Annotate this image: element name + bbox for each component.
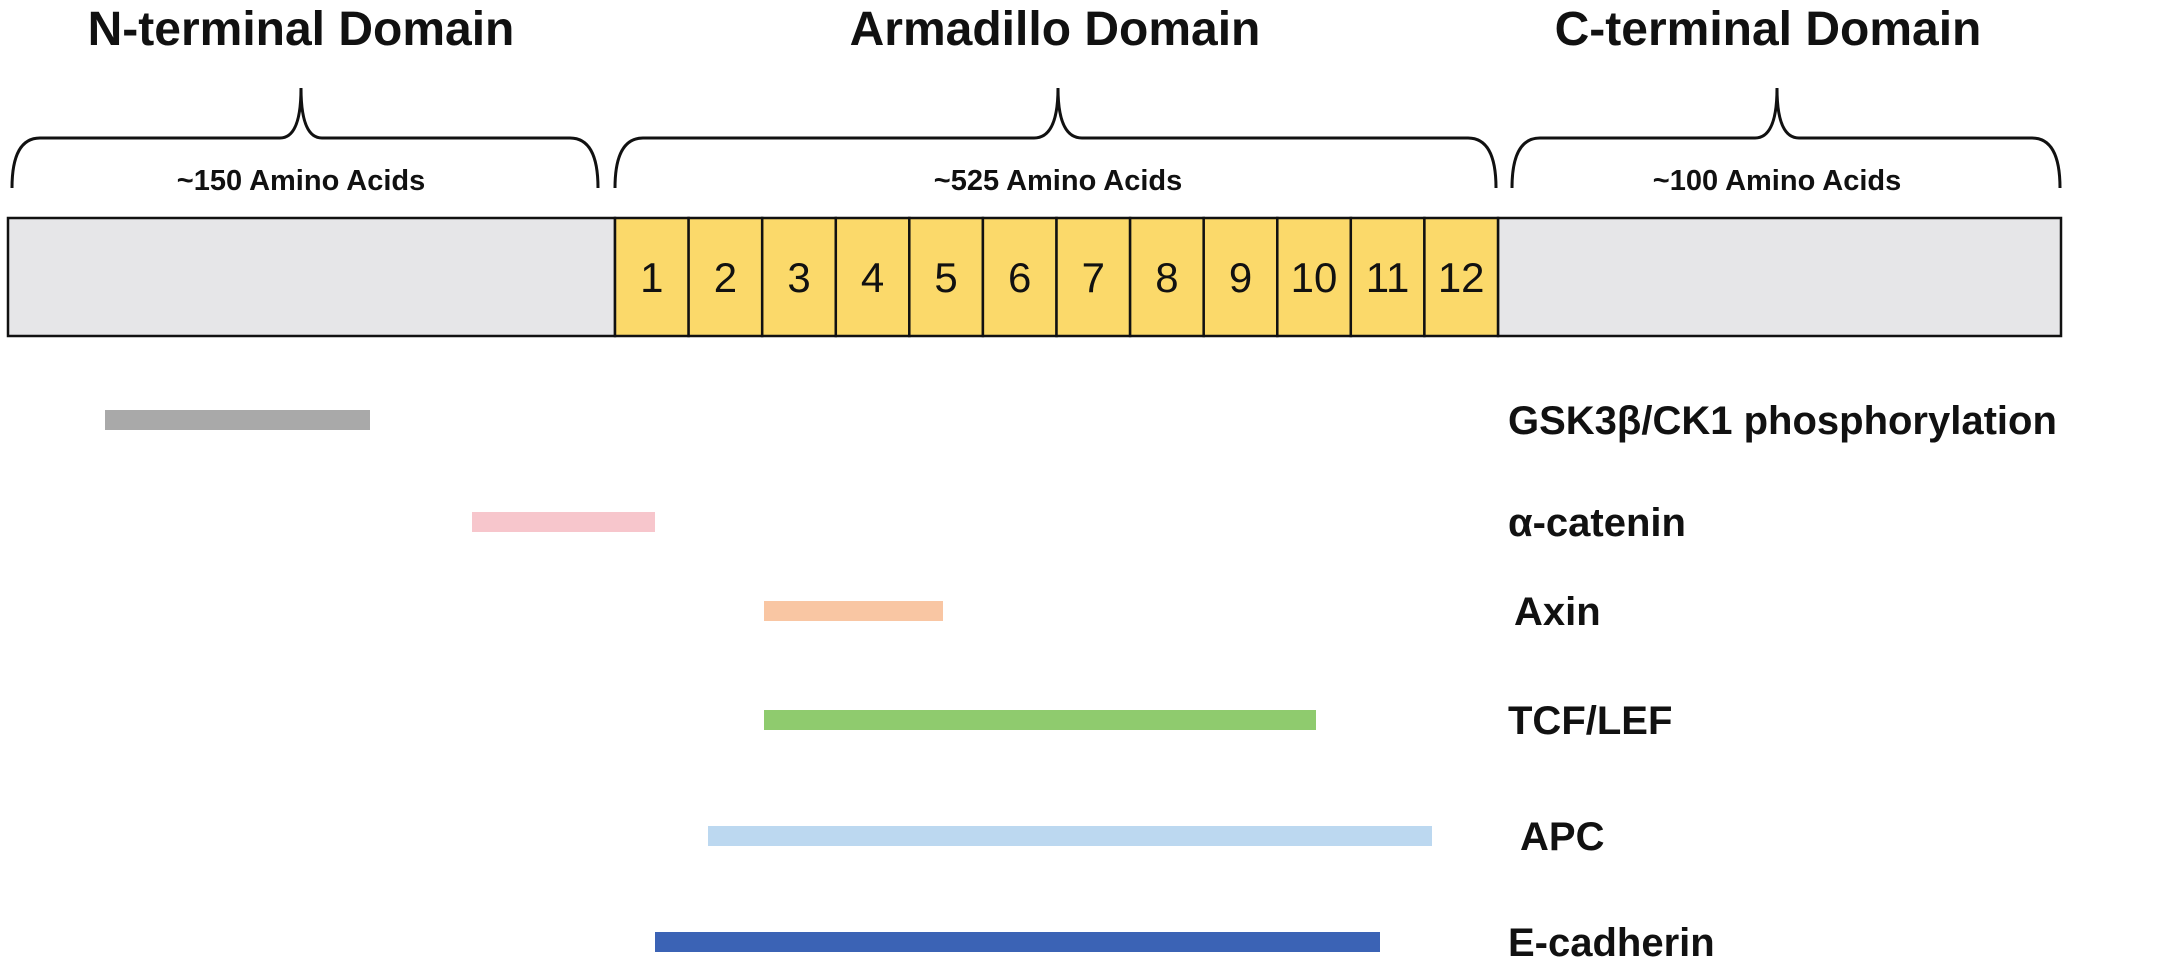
binding-regions: GSK3β/CK1 phosphorylation α-cateninAxinTC… [105,399,2057,965]
armadillo-repeat-number: 4 [861,254,884,301]
armadillo-repeat-number: 3 [787,254,810,301]
armadillo-repeat-number: 7 [1082,254,1105,301]
binding-region-bar [708,826,1432,846]
binding-region-bar [105,410,370,430]
binding-region-label: α-catenin [1508,501,1686,545]
armadillo-repeat-box [1423,216,1500,338]
armadillo-repeat-box [1128,216,1205,338]
armadillo-repeat-number: 5 [934,254,957,301]
binding-region-label: Axin [1514,590,1601,634]
binding-region-label: GSK3β/CK1 phosphorylation [1508,399,2057,443]
armadillo-repeat-number: 8 [1155,254,1178,301]
binding-region-label: E-cadherin [1508,921,1715,964]
armadillo-repeat-box [760,216,838,338]
armadillo-repeat-box [1202,216,1279,338]
armadillo-repeat-box [908,216,985,338]
armadillo-repeat-number: 11 [1366,254,1410,301]
armadillo-repeat-number: 9 [1229,254,1252,301]
armadillo-aa-label: ~525 Amino Acids [934,165,1182,197]
armadillo-repeat-number: 2 [714,254,737,301]
binding-region-bar [655,932,1380,952]
armadillo-repeat-number: 12 [1438,254,1485,301]
armadillo-repeat-box [834,216,911,338]
c-terminal-title: C-terminal Domain [1555,3,1982,56]
armadillo-repeat-box [1349,216,1426,338]
c-terminal-brace [1510,87,2062,189]
armadillo-brace [613,87,1498,189]
n-terminal-brace [10,87,600,189]
armadillo-repeat-box [1276,216,1353,338]
armadillo-repeat-number: 6 [1008,254,1031,301]
binding-region-label: TCF/LEF [1508,699,1672,743]
c-terminal-box [1496,216,2063,338]
n-terminal-title: N-terminal Domain [88,3,515,56]
armadillo-repeat-number: 1 [640,254,663,301]
armadillo-repeat-number: 10 [1291,254,1338,301]
n-terminal-box [6,216,617,338]
c-terminal-aa-label: ~100 Amino Acids [1653,165,1901,197]
binding-region-bar [764,601,943,621]
n-terminal-aa-label: ~150 Amino Acids [177,165,425,197]
binding-region-bar [764,710,1316,730]
binding-region-bar [472,512,655,532]
armadillo-repeat-box [613,216,690,338]
armadillo-repeat-box [687,216,764,338]
armadillo-repeat-box [981,216,1058,338]
armadillo-title: Armadillo Domain [850,3,1261,56]
binding-region-label: APC [1520,815,1604,859]
